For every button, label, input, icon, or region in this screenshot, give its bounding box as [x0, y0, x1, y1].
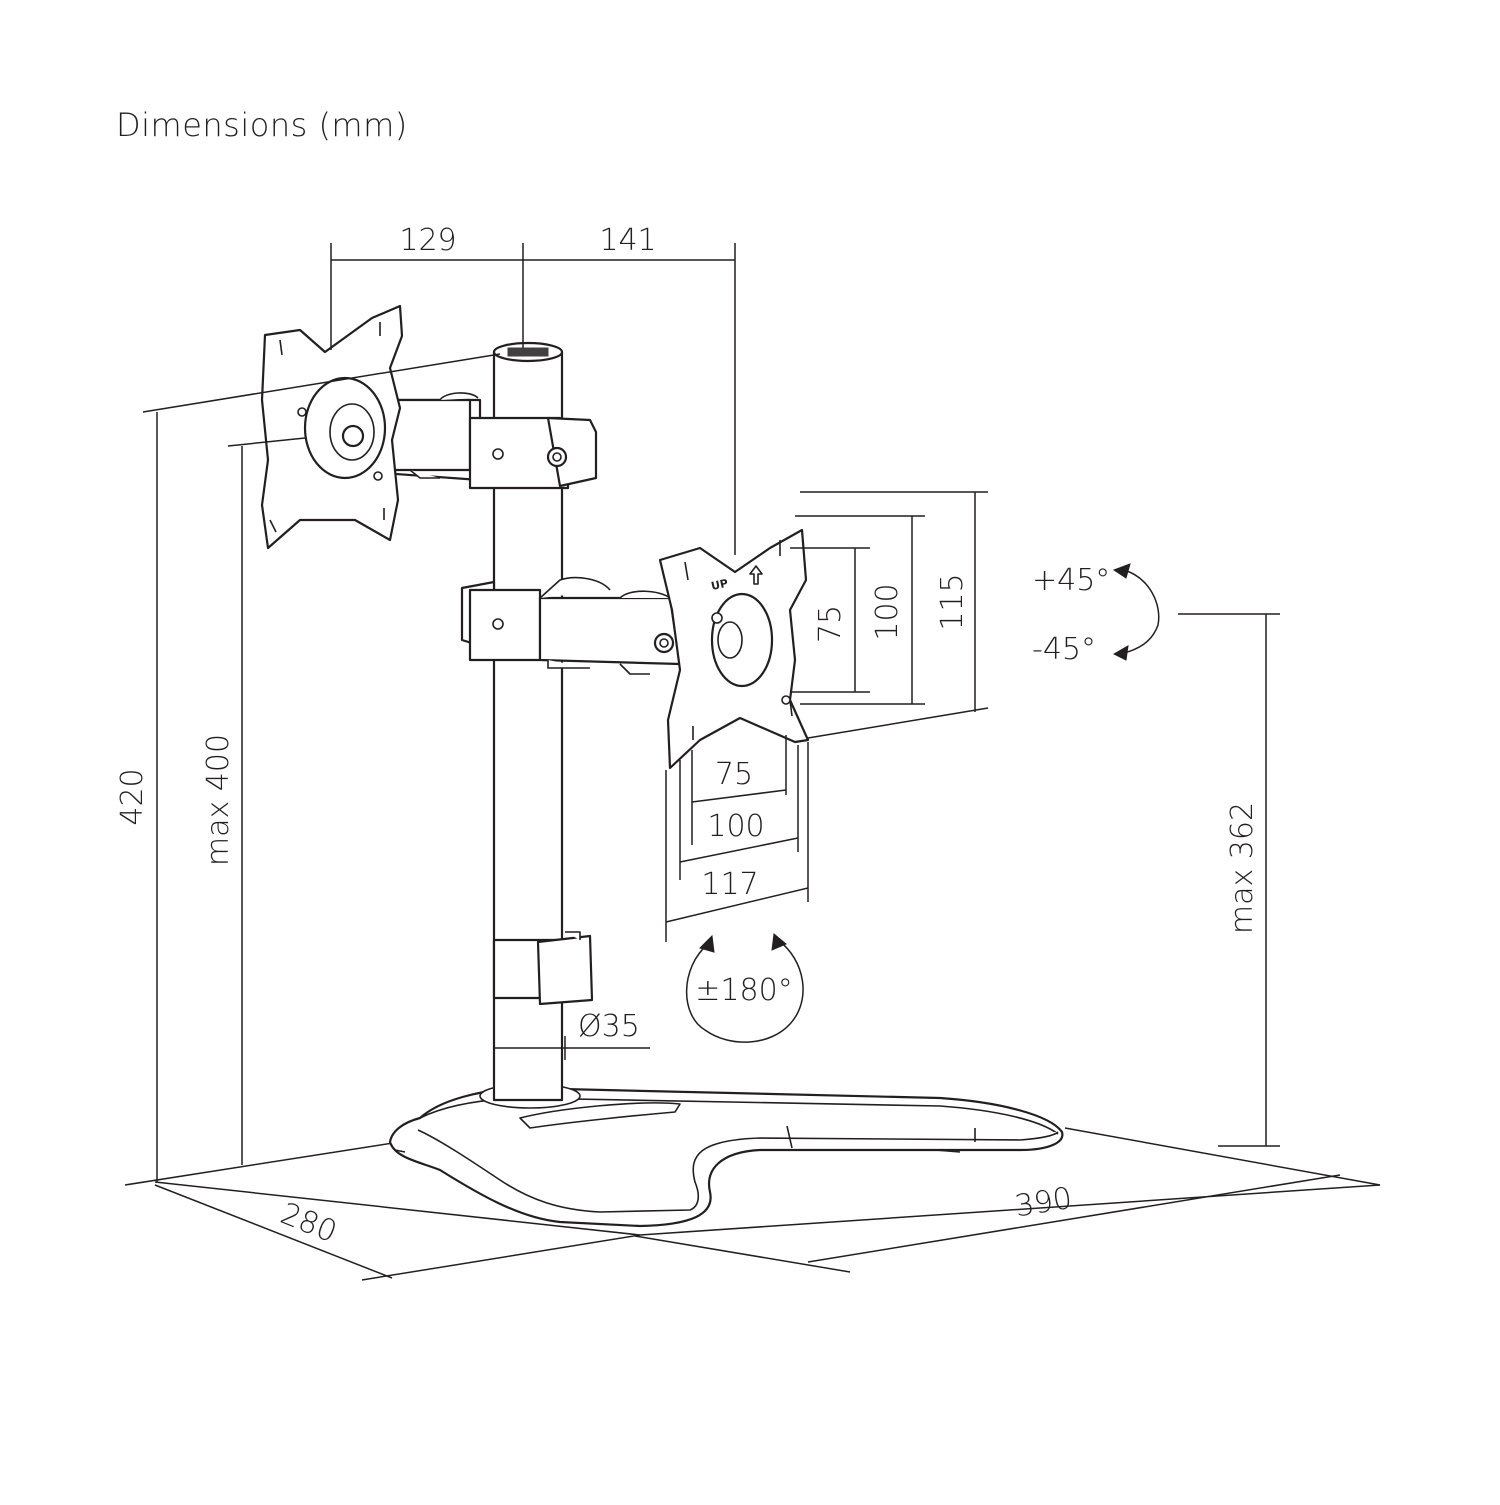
- dim-arm-reach: 129 141: [330, 223, 736, 555]
- label-vesa-h-115: 115: [935, 573, 970, 630]
- label-rotation: ±180°: [695, 973, 792, 1008]
- dim-heights-left: 420 max 400: [115, 353, 501, 1182]
- label-vesa-h-100: 100: [870, 583, 905, 640]
- plate-up-label: UP: [710, 577, 729, 593]
- label-390: 390: [1012, 1181, 1074, 1225]
- label-vesa-w-100: 100: [707, 809, 764, 844]
- label-420: 420: [115, 768, 150, 825]
- label-129: 129: [399, 223, 456, 258]
- upper-vesa-plate: [260, 304, 404, 550]
- rotation-indicator: ±180°: [685, 933, 804, 1043]
- stand-base: [388, 1083, 1064, 1228]
- label-vesa-w-75: 75: [715, 757, 753, 792]
- label-pole-diameter: Ø35: [578, 1009, 640, 1044]
- label-max-400: max 400: [201, 734, 236, 866]
- lower-arm: [460, 576, 682, 675]
- dim-pole-diameter: Ø35: [494, 1009, 650, 1060]
- label-tilt-up: +45°: [1032, 563, 1110, 598]
- label-141: 141: [599, 223, 656, 258]
- label-vesa-w-117: 117: [701, 867, 758, 902]
- dim-vesa-width: 75 100 117: [665, 735, 809, 942]
- dim-vesa-height: 75 100 115: [790, 491, 989, 739]
- label-vesa-h-75: 75: [813, 605, 848, 643]
- tilt-indicator: +45° -45°: [1032, 563, 1160, 667]
- lower-vesa-plate: UP: [658, 528, 810, 770]
- label-280: 280: [275, 1196, 341, 1250]
- diagram-title: Dimensions (mm): [116, 106, 408, 144]
- dim-height-right: max 362: [1178, 613, 1280, 1147]
- cable-clip: [492, 931, 594, 1006]
- floor-lines: [124, 1127, 1381, 1273]
- label-tilt-down: -45°: [1032, 632, 1096, 667]
- label-max-362: max 362: [1225, 802, 1260, 934]
